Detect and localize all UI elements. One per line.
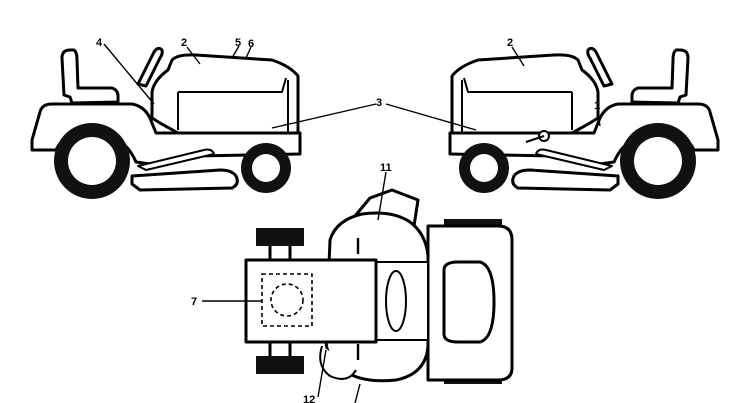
top-seat [442,260,496,344]
callout-3: 3 [376,97,382,109]
top-rear-wheel-upper [444,219,502,228]
left-mower-deck [130,168,239,192]
callout-12: 12 [303,394,315,403]
left-seat [60,48,120,105]
right-side-view-tractor [448,46,720,199]
callout-6: 6 [248,38,254,50]
top-view-tractor [244,188,514,384]
callout-2-right: 2 [507,37,513,49]
top-front-wheel-upper [256,228,304,246]
callout-2-left: 2 [181,37,187,49]
right-seat [630,48,690,105]
left-hood [150,53,300,135]
top-hood [244,258,378,344]
right-mower-deck [511,168,620,192]
right-hood [450,53,600,135]
callout-11: 11 [380,162,392,174]
callout-5: 5 [235,37,241,49]
callout-labels: 4 2 5 6 3 2 1 7 11 12 [96,37,600,403]
right-steering-wheel [586,46,614,88]
callout-7: 7 [191,296,197,308]
left-side-view-tractor [30,46,302,199]
callout-1: 1 [594,100,600,112]
leader-lines [103,43,601,403]
top-hood-decal-area [261,273,313,327]
top-front-wheel-lower [256,356,304,374]
left-steering-wheel [136,46,164,88]
callout-4: 4 [96,37,103,49]
